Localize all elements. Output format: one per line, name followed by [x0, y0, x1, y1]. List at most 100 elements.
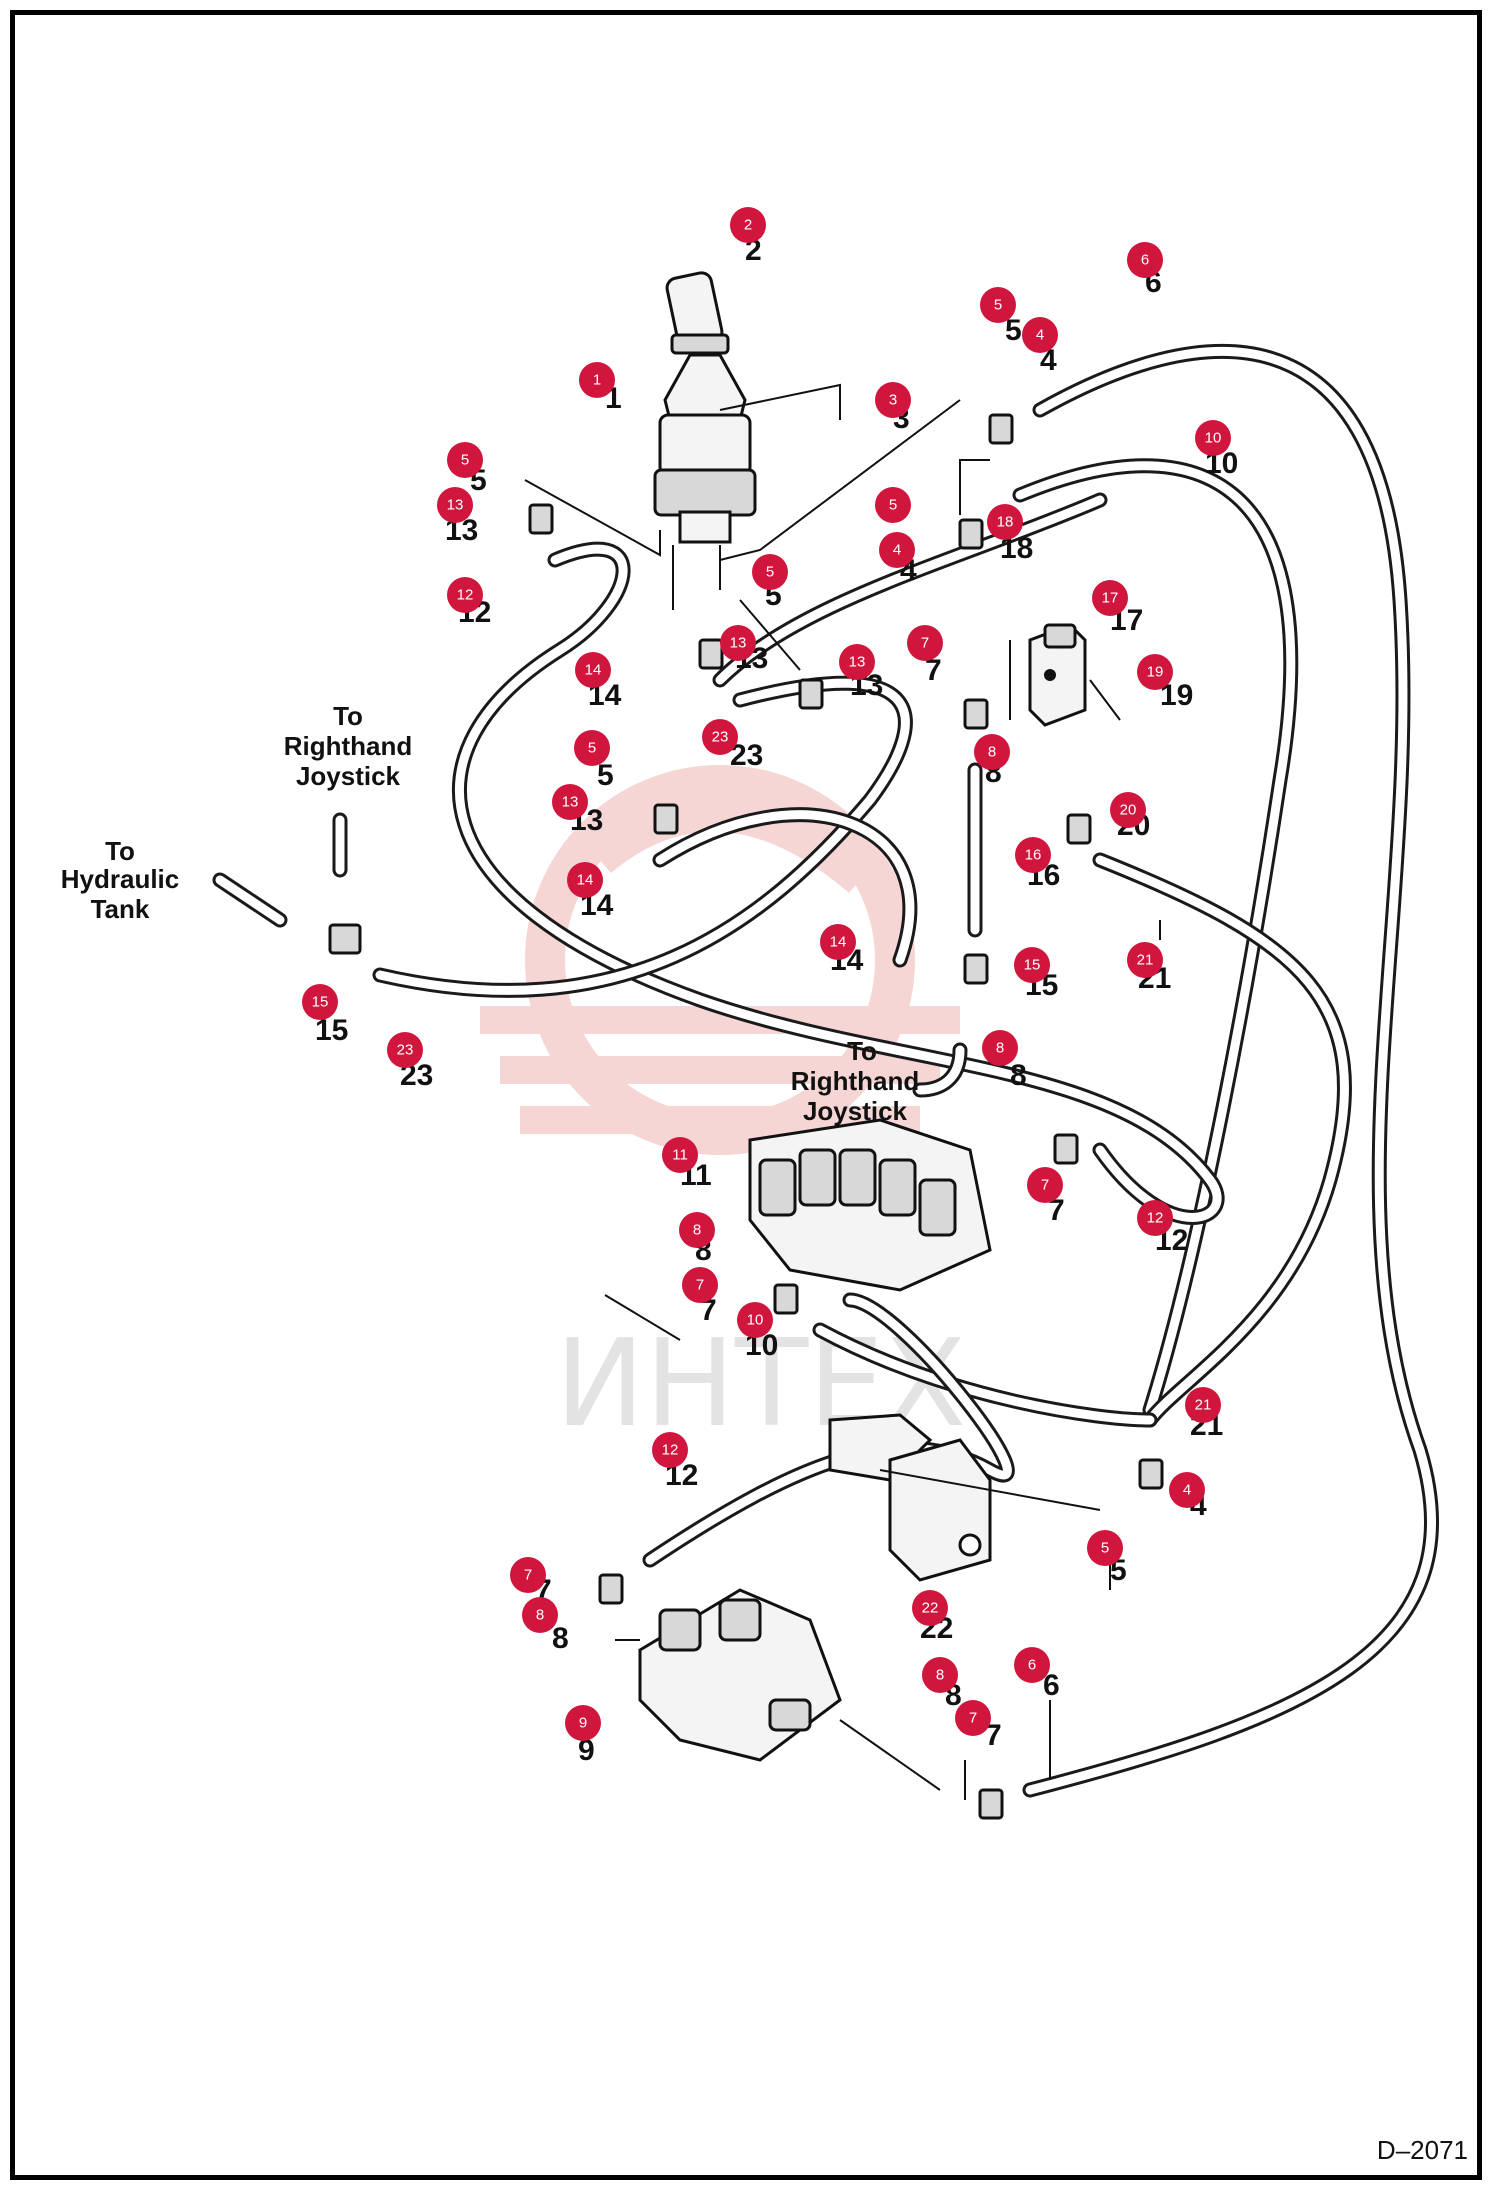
- part-number: 8: [552, 1622, 569, 1655]
- badge: 7: [510, 1557, 546, 1593]
- svg-text:23: 23: [397, 1042, 414, 1059]
- badge: 14: [820, 924, 856, 960]
- badge: 13: [720, 625, 756, 661]
- control-valve-9: [638, 1588, 842, 1762]
- svg-text:14: 14: [577, 872, 594, 889]
- svg-text:13: 13: [849, 654, 866, 671]
- badge: 18: [987, 504, 1023, 540]
- badge: 20: [1110, 792, 1146, 828]
- svg-text:10: 10: [1205, 430, 1222, 447]
- badge: 5: [752, 554, 788, 590]
- badge: 9: [565, 1705, 601, 1741]
- svg-text:3: 3: [889, 392, 897, 409]
- badge: 23: [702, 719, 738, 755]
- svg-text:1: 1: [593, 372, 601, 389]
- callout-to-righthand-joystick-top: To Righthand Joystick: [284, 701, 413, 791]
- svg-text:13: 13: [562, 794, 579, 811]
- svg-text:11: 11: [672, 1147, 688, 1164]
- badge: 10: [737, 1302, 773, 1338]
- svg-text:Righthand: Righthand: [284, 731, 413, 761]
- svg-text:Joystick: Joystick: [296, 761, 401, 791]
- svg-text:21: 21: [1195, 1397, 1212, 1414]
- svg-text:15: 15: [312, 994, 329, 1011]
- valve-22: [828, 1413, 992, 1582]
- svg-text:5: 5: [588, 740, 596, 757]
- leader-lines: [524, 383, 1161, 1800]
- badge: 5: [1087, 1530, 1123, 1566]
- part-number: 7: [1048, 1194, 1065, 1227]
- svg-text:16: 16: [1025, 847, 1042, 864]
- diagram-frame: [10, 10, 1482, 2180]
- badge: 7: [1027, 1167, 1063, 1203]
- svg-text:8: 8: [936, 1667, 944, 1684]
- badge: 8: [982, 1030, 1018, 1066]
- part-number: 5: [1005, 314, 1022, 347]
- joystick: [653, 271, 757, 610]
- svg-text:Tank: Tank: [91, 894, 150, 924]
- svg-text:9: 9: [579, 1715, 587, 1732]
- svg-text:2: 2: [744, 217, 752, 234]
- badge: 22: [912, 1590, 948, 1626]
- svg-text:10: 10: [747, 1312, 764, 1329]
- svg-text:22: 22: [922, 1600, 939, 1617]
- svg-text:12: 12: [457, 587, 474, 604]
- svg-text:17: 17: [1102, 590, 1119, 607]
- svg-text:21: 21: [1137, 952, 1154, 969]
- callout-to-righthand-joystick-mid: To Righthand Joystick: [791, 1036, 920, 1126]
- svg-text:7: 7: [696, 1277, 704, 1294]
- badge: 8: [522, 1597, 558, 1633]
- svg-text:14: 14: [585, 662, 602, 679]
- badge: 11: [662, 1137, 698, 1173]
- badge: 21: [1185, 1387, 1221, 1423]
- svg-text:8: 8: [536, 1607, 544, 1624]
- badge: 12: [652, 1432, 688, 1468]
- svg-text:5: 5: [889, 497, 897, 514]
- svg-text:To: To: [847, 1036, 877, 1066]
- hoses: [212, 343, 1439, 1798]
- svg-text:12: 12: [1147, 1210, 1164, 1227]
- svg-text:5: 5: [1101, 1540, 1109, 1557]
- svg-text:Hydraulic: Hydraulic: [61, 864, 180, 894]
- badge: 5: [447, 442, 483, 478]
- badge: 6: [1127, 242, 1163, 278]
- badge: 14: [567, 862, 603, 898]
- svg-text:13: 13: [447, 497, 464, 514]
- svg-text:4: 4: [893, 542, 901, 559]
- badge: 3: [875, 382, 911, 418]
- badge: 8: [679, 1212, 715, 1248]
- badge: 2: [730, 207, 766, 243]
- badge: 4: [879, 532, 915, 568]
- svg-text:8: 8: [996, 1040, 1004, 1057]
- badge: 15: [1014, 947, 1050, 983]
- badge: 23: [387, 1032, 423, 1068]
- badge: 14: [575, 652, 611, 688]
- badge: 13: [552, 784, 588, 820]
- svg-text:6: 6: [1141, 252, 1149, 269]
- svg-text:Righthand: Righthand: [791, 1066, 920, 1096]
- svg-text:7: 7: [1041, 1177, 1049, 1194]
- badge: 13: [437, 487, 473, 523]
- part-number: 9: [578, 1734, 595, 1767]
- badge: 7: [907, 625, 943, 661]
- svg-text:8: 8: [988, 744, 996, 761]
- svg-text:7: 7: [524, 1567, 532, 1584]
- badge: 15: [302, 984, 338, 1020]
- svg-text:13: 13: [730, 635, 747, 652]
- svg-text:To: To: [105, 836, 135, 866]
- part-number: 7: [925, 654, 942, 687]
- badge: 12: [447, 577, 483, 613]
- svg-text:4: 4: [1183, 1482, 1191, 1499]
- badge: 17: [1092, 580, 1128, 616]
- badge: 5: [980, 287, 1016, 323]
- badge: 21: [1127, 942, 1163, 978]
- control-valve-11: [748, 1118, 992, 1292]
- svg-text:8: 8: [693, 1222, 701, 1239]
- svg-text:19: 19: [1147, 664, 1164, 681]
- badge: 4: [1169, 1472, 1205, 1508]
- valve-block-17: [1028, 623, 1087, 727]
- badge: 5: [574, 730, 610, 766]
- svg-text:7: 7: [921, 635, 929, 652]
- svg-text:6: 6: [1028, 1657, 1036, 1674]
- part-number: 8: [1010, 1059, 1027, 1092]
